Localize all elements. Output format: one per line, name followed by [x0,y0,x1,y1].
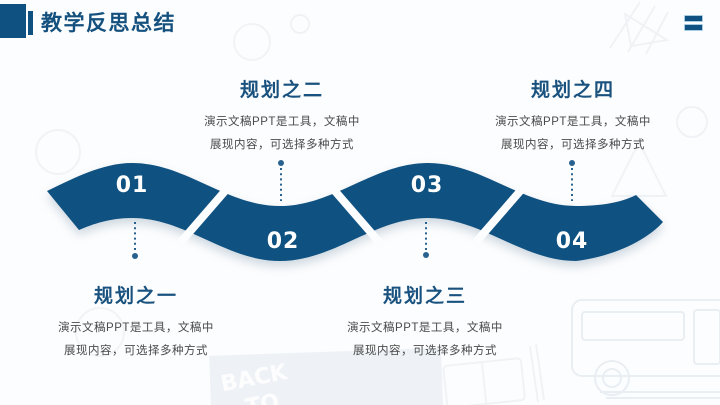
pencil-doodle [529,343,545,403]
chalkboard-doodle: BACK TO [209,347,444,405]
hatch-lines-doodle [609,1,669,55]
doodle-circle [35,129,81,175]
step-3-textblock: 规划之三 演示文稿PPT是工具，文稿中 展现内容，可选择多种方式 [335,281,515,366]
step-number-3: 03 [411,173,444,198]
connector-3 [423,222,429,258]
triangle-doodle [610,139,668,197]
step-4-textblock: 规划之四 演示文稿PPT是工具，文稿中 展现内容，可选择多种方式 [483,75,663,160]
step-number-2: 02 [267,229,300,254]
doodle-circle [233,23,271,61]
step-1-title: 规划之一 [93,286,178,307]
step-3-desc-line1: 演示文稿PPT是工具，文稿中 [347,322,503,334]
step-1-textblock: 规划之一 演示文稿PPT是工具，文稿中 展现内容，可选择多种方式 [46,281,226,366]
connector-1 [132,222,138,259]
menu-icon[interactable] [684,15,703,33]
menu-icon-bar [684,15,703,22]
doodle-circle [290,14,310,34]
step-1-desc-line1: 演示文稿PPT是工具，文稿中 [58,322,214,334]
chalkboard-text-line2: TO [244,389,282,405]
segment-cut-2 [324,180,384,246]
step-3-title: 规划之三 [382,286,467,307]
step-2-title: 规划之二 [239,80,324,101]
step-2-desc-line2: 展现内容，可选择多种方式 [210,139,354,151]
segment-cut-3 [472,179,532,245]
school-bus-doodle [571,299,720,399]
background-doodles: BACK TO [35,1,720,405]
step-2-textblock: 规划之二 演示文稿PPT是工具，文稿中 展现内容，可选择多种方式 [192,75,372,160]
doodle-circle [676,106,708,138]
step-1-desc-line2: 展现内容，可选择多种方式 [64,345,208,357]
step-2-desc-line1: 演示文稿PPT是工具，文稿中 [204,116,360,128]
step-number-4: 04 [556,229,589,254]
step-4-title: 规划之四 [530,80,615,101]
step-3-desc-line2: 展现内容，可选择多种方式 [353,345,497,357]
corner-accent-bar [28,11,33,35]
corner-accent-square [0,4,26,38]
connector-2 [278,160,284,201]
connector-4 [569,160,575,201]
menu-icon-bar [684,24,703,31]
book-doodle [442,357,526,405]
paper-plane-doodle [623,11,670,48]
step-number-1: 01 [116,173,149,198]
page-title: 教学反思总结 [41,12,176,35]
segment-cut-1 [176,180,236,246]
step-4-desc-line2: 展现内容，可选择多种方式 [501,139,645,151]
chalkboard-panel [209,347,444,405]
doodle-circle [75,307,125,357]
step-4-desc-line1: 演示文稿PPT是工具，文稿中 [495,116,651,128]
